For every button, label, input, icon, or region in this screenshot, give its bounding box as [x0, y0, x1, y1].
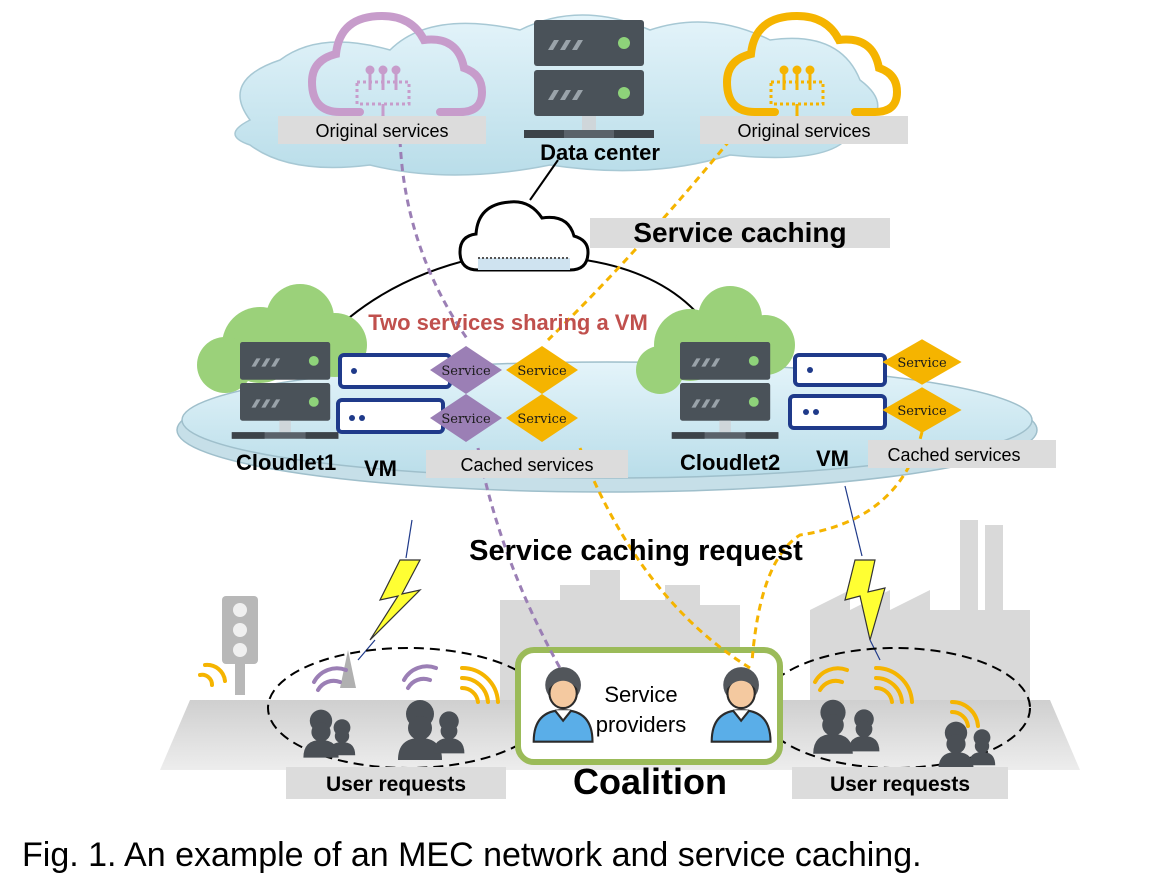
wifi-purple-icons — [312, 664, 438, 692]
service-tag-4: Service — [517, 412, 567, 427]
orange-cloud-icon — [722, 11, 902, 116]
vm-led-icons-2 — [803, 367, 819, 415]
caching-request-label: Service caching request — [469, 535, 803, 567]
wifi-orange-icons — [460, 665, 980, 728]
vm-boxes-cloudlet2 — [788, 353, 887, 430]
service-tag-2: Service — [441, 412, 491, 427]
service-providers-label-1: Service — [604, 682, 677, 707]
vm-led-icons-1 — [349, 368, 365, 421]
user-requests-left-label: User requests — [326, 773, 466, 796]
lightning-left-icon — [357, 519, 422, 661]
service-tag-6: Service — [897, 404, 947, 419]
traffic-light-icon — [222, 596, 258, 695]
service-tag-labels: Service Service Service Service Service … — [441, 356, 947, 427]
lightning-right-icon — [844, 485, 886, 661]
service-tag-1: Service — [441, 364, 491, 379]
internet-cloud-icon — [458, 200, 590, 272]
tree-right — [636, 286, 795, 394]
original-services-right-label: Original services — [737, 121, 870, 141]
data-center-label: Data center — [540, 140, 660, 165]
user-requests-right-label: User requests — [830, 773, 970, 796]
cached-services-left-label: Cached services — [460, 455, 593, 475]
original-services-left-label: Original services — [315, 121, 448, 141]
service-providers-label-2: providers — [596, 712, 686, 737]
vm1-label: VM — [364, 456, 397, 481]
service-tag-5: Service — [897, 356, 947, 371]
cloudlet2-label: Cloudlet2 — [680, 450, 780, 475]
label-backgrounds — [278, 116, 1056, 799]
sharing-vm-label: Two services sharing a VM — [368, 310, 648, 335]
figure-caption: Fig. 1. An example of an MEC network and… — [22, 836, 922, 874]
service-caching-label: Service caching — [633, 217, 846, 248]
cloudlet1-label: Cloudlet1 — [236, 450, 336, 475]
coalition-label: Coalition — [573, 761, 727, 802]
traffic-light-wifi-icon — [198, 662, 227, 687]
vm2-label: VM — [816, 446, 849, 471]
service-tag-3: Service — [517, 364, 567, 379]
purple-cloud-icon — [307, 11, 487, 116]
cone-icon — [340, 650, 356, 688]
cached-services-right-label: Cached services — [887, 445, 1020, 465]
